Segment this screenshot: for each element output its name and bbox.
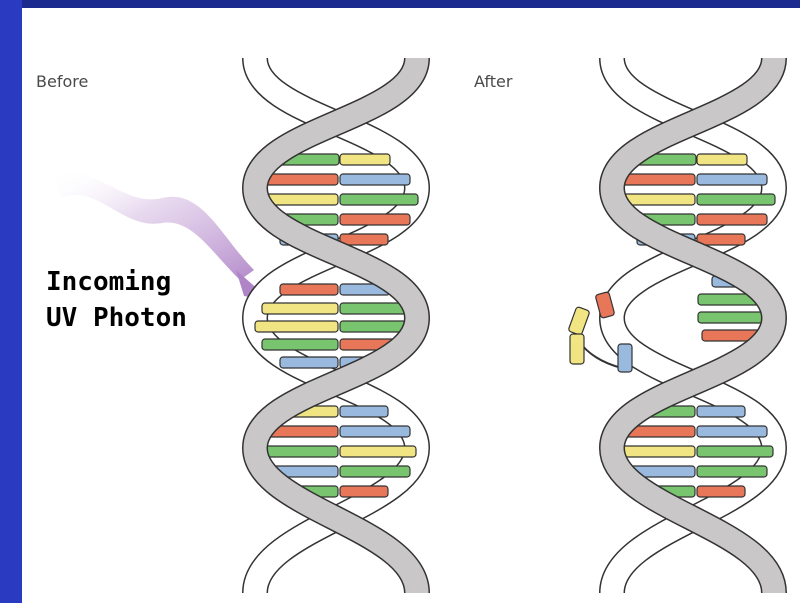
base-pairs-after bbox=[568, 154, 775, 497]
base-pairs-before bbox=[254, 154, 418, 497]
uv-photon-label: Incoming UV Photon bbox=[46, 264, 187, 336]
dna-helix-after bbox=[568, 58, 775, 593]
uv-photon-label-line2: UV Photon bbox=[46, 300, 187, 336]
label-after: After bbox=[474, 72, 512, 91]
label-before: Before bbox=[36, 72, 88, 91]
dna-helix-before bbox=[254, 58, 418, 593]
dna-figure-panel: Before After Incoming UV Photon bbox=[22, 8, 800, 603]
slide-left-band bbox=[0, 0, 22, 603]
uv-photon-label-line1: Incoming bbox=[46, 264, 187, 300]
slide-top-band bbox=[0, 0, 800, 8]
